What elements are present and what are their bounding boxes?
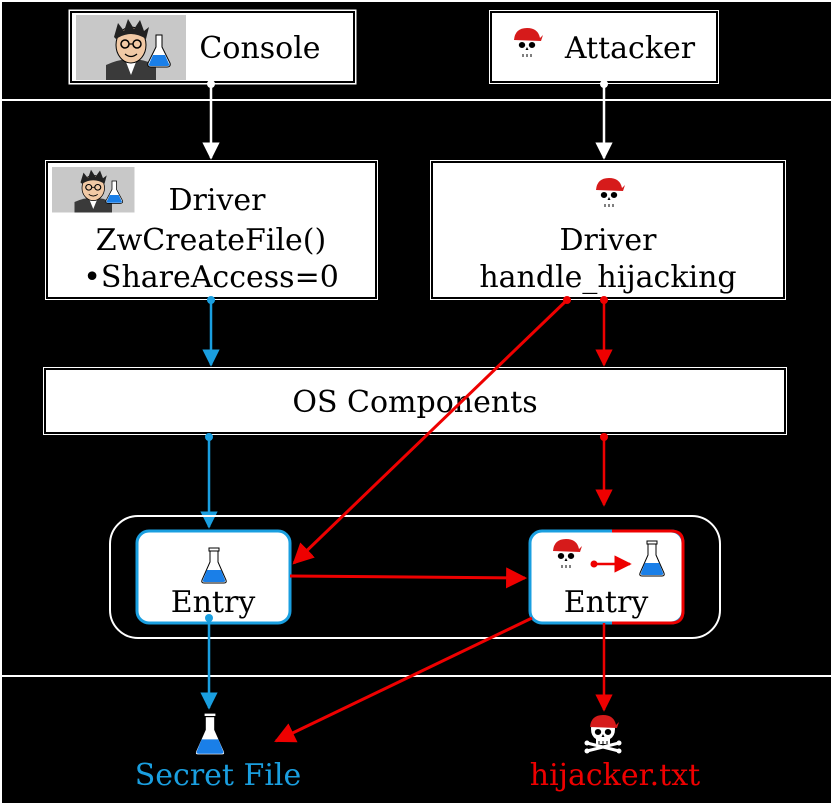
arrow-entry-left-to-entry-right — [289, 567, 528, 589]
arrow-driver-right-to-os — [595, 296, 613, 367]
hijacker-file-node: hijacker.txt — [530, 713, 700, 793]
attacker-node: Attacker — [489, 10, 719, 84]
arrow-driver-left-to-os — [202, 296, 220, 367]
entry-right-label: Entry — [564, 585, 649, 620]
entry-right-node: Entry — [528, 529, 685, 625]
os-components-node: OS Components — [43, 367, 787, 435]
entry-left-node: Entry — [135, 529, 292, 625]
handle-table-container — [109, 515, 721, 639]
scientist-avatar-icon — [51, 166, 136, 214]
arrow-attacker-to-driver — [595, 80, 613, 160]
attacker-label: Attacker — [564, 31, 696, 66]
secret-file-label: Secret File — [135, 758, 302, 793]
arrow-os-to-entry-right — [595, 433, 613, 507]
os-components-label: OS Components — [292, 385, 537, 420]
arrow-entry-left-to-secret-file — [200, 614, 218, 710]
driver-left-line3: •ShareAccess=0 — [83, 260, 339, 295]
driver-left-node: Driver ZwCreateFile() •ShareAccess=0 — [45, 160, 378, 300]
entry-left-label: Entry — [171, 585, 256, 620]
driver-left-line2: ZwCreateFile() — [96, 223, 326, 258]
console-node: Console — [68, 9, 357, 85]
driver-left-line1: Driver — [168, 183, 266, 218]
console-label: Console — [199, 31, 320, 66]
driver-right-line1: Driver — [559, 223, 657, 258]
scientist-avatar-icon — [75, 14, 187, 81]
arrow-os-to-entry-left — [200, 433, 218, 529]
secret-file-node: Secret File — [135, 712, 302, 793]
driver-right-node: Driver handle_hijacking — [430, 160, 786, 300]
arrow-hijack-driver-to-entry-left — [292, 296, 571, 565]
arrow-entry-right-to-secret-file — [274, 616, 533, 743]
hijacker-file-label: hijacker.txt — [530, 758, 700, 793]
driver-right-line2: handle_hijacking — [479, 260, 736, 295]
arrow-console-to-driver — [202, 80, 220, 160]
